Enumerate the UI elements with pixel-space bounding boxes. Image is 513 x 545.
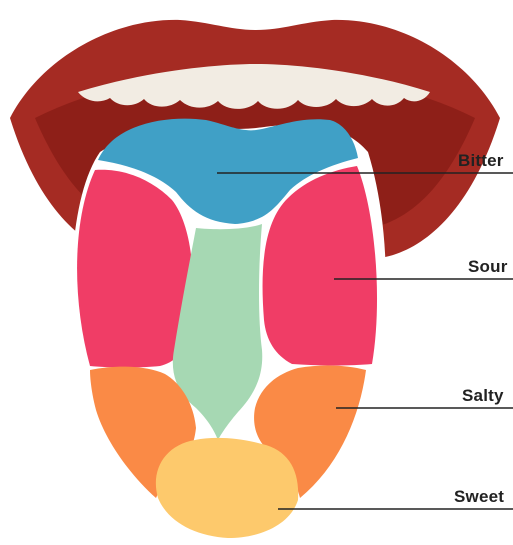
salty-label: Salty: [462, 386, 504, 406]
sweet-label: Sweet: [454, 487, 504, 507]
tongue: [71, 119, 386, 540]
bitter-label: Bitter: [458, 151, 504, 171]
sour-label: Sour: [468, 257, 508, 277]
